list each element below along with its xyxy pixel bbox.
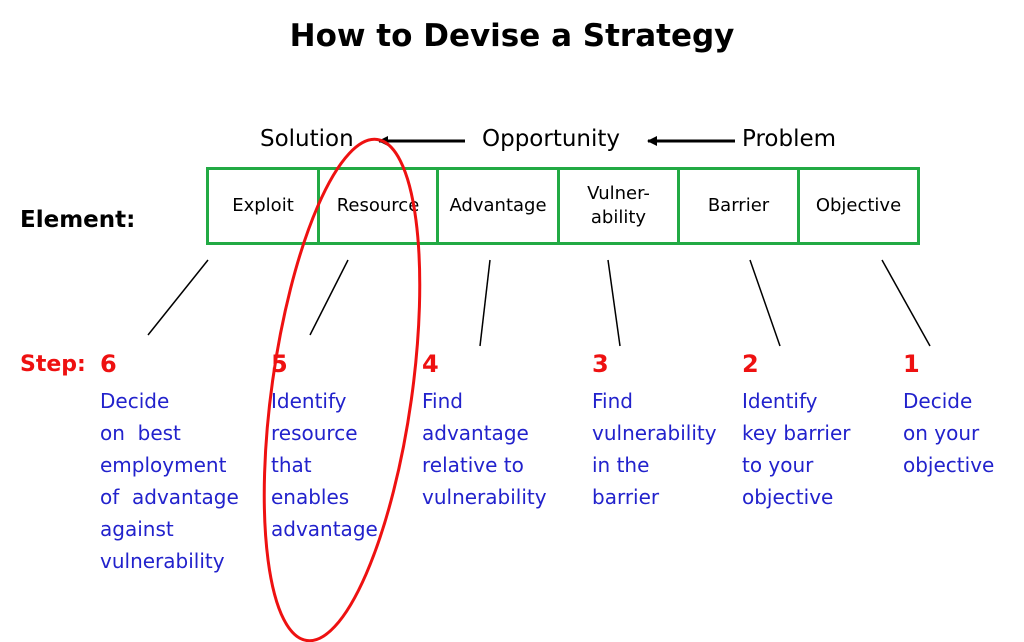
connector-line-resource xyxy=(309,259,349,336)
connector-line-barrier xyxy=(749,259,781,347)
connector-line-vulnerability xyxy=(607,259,621,347)
step-number-1: 1 xyxy=(903,350,920,378)
element-label-line1: Barrier xyxy=(707,195,770,216)
step-row-label: Step: xyxy=(20,352,86,377)
element-label-line1: Resource xyxy=(336,195,420,216)
step-description-4: Find advantage relative to vulnerability xyxy=(422,389,547,509)
step-description-6: Decide on best employment of advantage a… xyxy=(100,389,239,573)
step-number-6: 6 xyxy=(100,350,117,378)
element-label-line1: Objective xyxy=(815,195,902,216)
element-box-objective: Objective xyxy=(797,167,920,245)
page-title: How to Devise a Strategy xyxy=(289,18,735,54)
step-number-4: 4 xyxy=(422,350,439,378)
element-label-line1: Vulner- xyxy=(587,183,650,204)
flow-solution-label: Solution xyxy=(260,126,354,152)
element-label-line1: Advantage xyxy=(449,195,547,216)
connector-line-advantage xyxy=(479,259,491,347)
flow-opportunity-label: Opportunity xyxy=(482,126,621,152)
highlight-ellipse xyxy=(262,137,422,642)
connector-line-objective xyxy=(881,259,931,347)
step-description-1: Decide on your objective xyxy=(903,389,995,477)
step-description-2: Identify key barrier to your objective xyxy=(742,389,851,509)
step-description-3: Find vulnerability in the barrier xyxy=(592,389,717,509)
step-number-3: 3 xyxy=(592,350,609,378)
element-label-line1: Exploit xyxy=(232,195,294,216)
element-row-label: Element: xyxy=(20,207,136,233)
flow-problem-label: Problem xyxy=(742,126,837,152)
step-description-5: Identify resource that enables advantage xyxy=(271,389,378,541)
element-label-line2: ability xyxy=(590,207,647,228)
step-number-2: 2 xyxy=(742,350,759,378)
connector-line-exploit xyxy=(147,259,209,336)
